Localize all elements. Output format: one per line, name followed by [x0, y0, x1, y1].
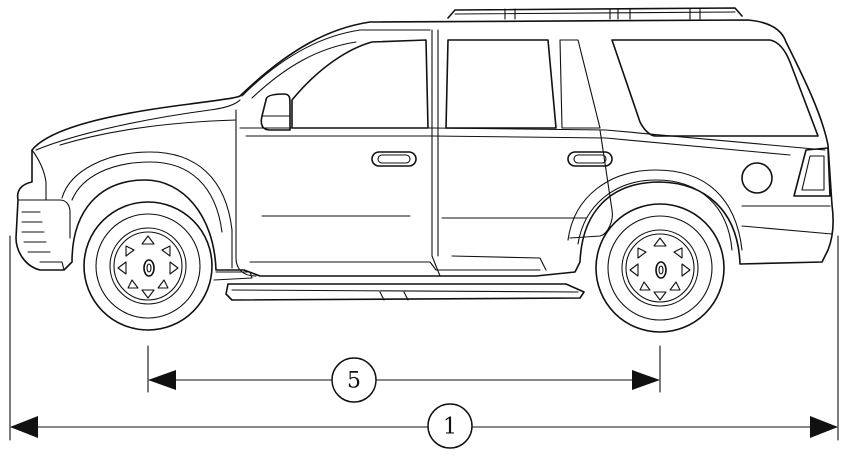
suv-side-view-illustration: [15, 7, 834, 333]
side-mirror: [260, 93, 291, 131]
tail-light: [793, 147, 831, 197]
body-outline: [15, 19, 834, 277]
callout-circle-wheelbase: [331, 357, 377, 403]
roof-rack: [447, 7, 743, 20]
front-window: [291, 39, 429, 129]
rear-wheel: [595, 203, 725, 333]
callout-overall-length: 1: [443, 415, 457, 440]
running-board: [225, 283, 585, 301]
wheelbase-dimension-arrow: 5: [148, 357, 660, 403]
front-wheel: [83, 201, 213, 331]
fuel-door: [741, 162, 773, 194]
rear-quarter-window: [611, 39, 819, 137]
callout-wheelbase: 5: [347, 369, 361, 394]
rear-door-window: [445, 39, 557, 129]
arrowhead-right-icon: [810, 416, 838, 438]
arrowhead-right-icon: [632, 370, 660, 390]
front-door-handle: [371, 151, 417, 167]
overall-length-dimension-arrow: 1: [10, 403, 838, 449]
rear-door-handle: [567, 151, 613, 167]
callout-circle-overall-length: [427, 403, 473, 449]
arrowhead-left-icon: [148, 370, 176, 390]
arrowhead-left-icon: [10, 416, 38, 438]
